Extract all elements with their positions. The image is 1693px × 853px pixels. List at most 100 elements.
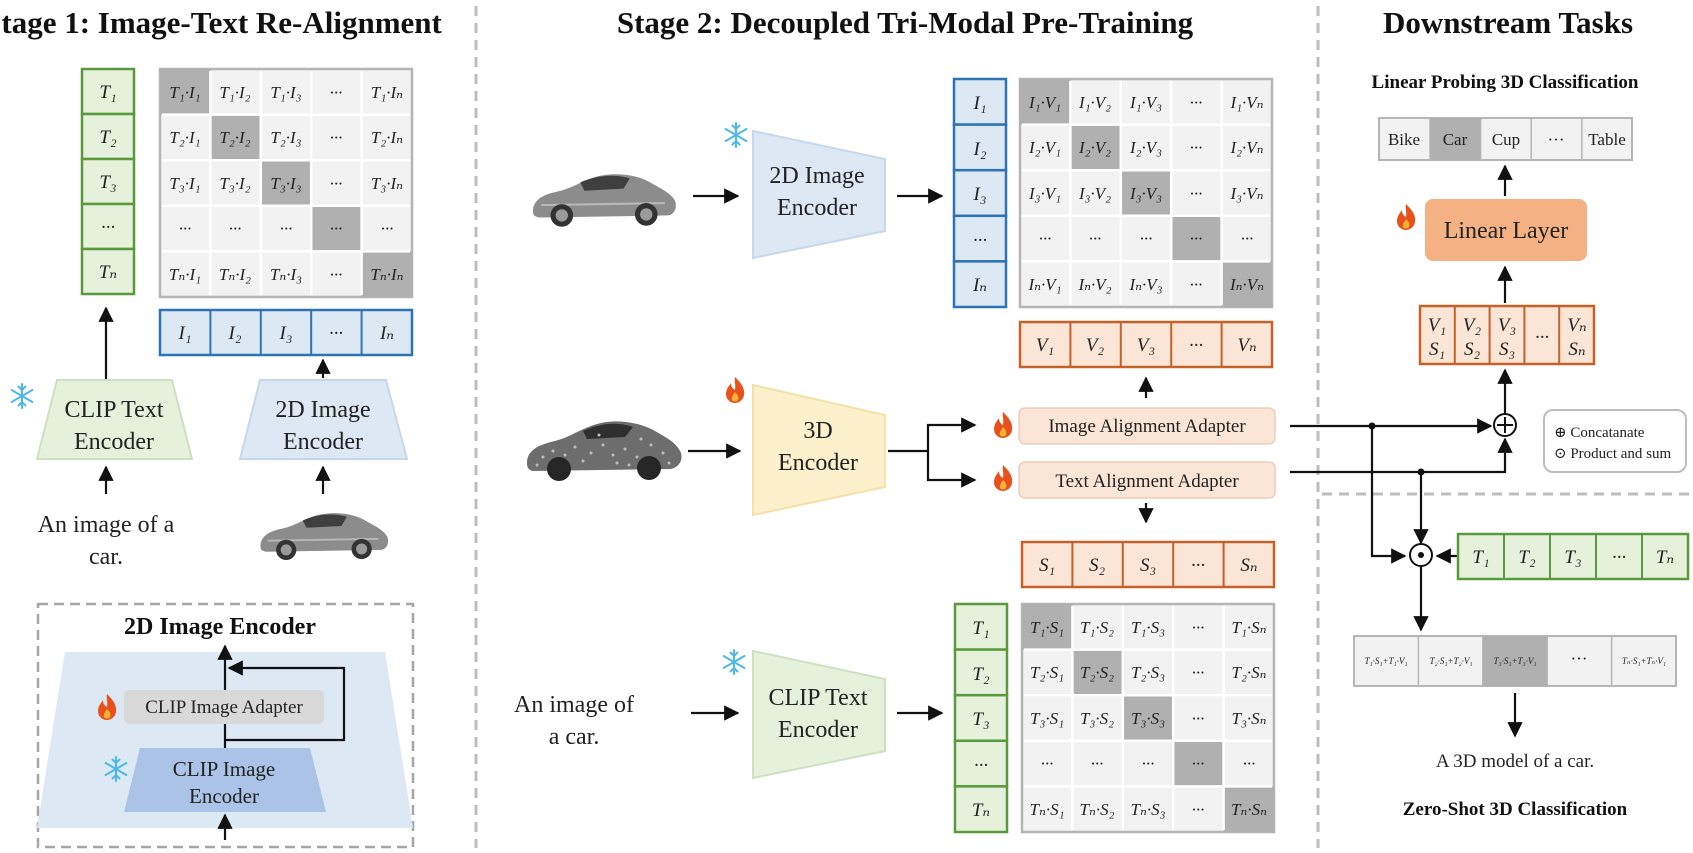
stage2-v-tokens: V₁ V₂ V₃ ··· Vₙ	[1018, 320, 1274, 369]
svg-text:Encoder: Encoder	[283, 429, 363, 455]
matrix-cell: T₁·Sₙ	[1231, 618, 1266, 637]
snowflake-icon	[724, 122, 748, 148]
matrix-cell: T₂·S₃	[1131, 663, 1165, 682]
matrix-cell: ···	[1041, 754, 1054, 773]
3d-encoder-branch-arrows	[888, 417, 977, 488]
svg-text:T₁: T₁	[972, 618, 989, 639]
car-image	[259, 512, 390, 561]
svg-text:I₂: I₂	[973, 139, 987, 160]
svg-text:T₃: T₃	[972, 709, 989, 730]
matrix-cell: T₃·I₁	[169, 174, 200, 193]
stage1-clip-text-encoder: CLIP Text Encoder	[35, 379, 194, 460]
stage2-image-tokens: I₁ I₂ I₃ ··· Iₙ	[952, 77, 1008, 309]
matrix-cell: ···	[1190, 275, 1203, 294]
matrix-cell: T₃·I₂	[219, 174, 250, 193]
svg-text:CLIP Text: CLIP Text	[65, 397, 164, 423]
stage2-3d-encoder: 3D Encoder	[752, 383, 886, 517]
matrix-cell: ···	[330, 83, 343, 102]
matrix-cell: ···	[179, 219, 192, 238]
matrix-cell: Iₙ·Vₙ	[1229, 275, 1264, 294]
svg-text:I₃: I₃	[973, 184, 987, 205]
token-label: T₂	[99, 127, 117, 148]
matrix-cell: ···	[330, 128, 343, 147]
matrix-cell: I₃·V₃	[1129, 184, 1162, 203]
token-label: I₁	[178, 323, 192, 344]
point-cloud-car	[527, 421, 682, 481]
matrix-cell: ···	[1039, 229, 1052, 248]
matrix-cell: T₃·S₁	[1030, 709, 1064, 728]
token-box	[80, 247, 136, 296]
matrix-cell: Iₙ·V₃	[1128, 275, 1162, 294]
matrix-cell: ···	[1140, 229, 1153, 248]
matrix-cell: Tₙ·Sₙ	[1231, 800, 1267, 819]
token-label: Tₙ	[99, 262, 117, 283]
svg-text:I₁: I₁	[973, 93, 987, 114]
token-label: ···	[101, 217, 115, 238]
matrix-cell: I₃·V₁	[1028, 184, 1061, 203]
svg-text:T₃·S₁+T₃·V₁: T₃·S₁+T₃·V₁	[1493, 656, 1536, 666]
matrix-cell: I₃·Vₙ	[1229, 184, 1263, 203]
matrix-cell: I₁·V₃	[1129, 93, 1162, 112]
matrix-cell: ···	[1190, 93, 1203, 112]
svg-text:T₂·S₁+T₂·V₁: T₂·S₁+T₂·V₁	[1429, 656, 1472, 666]
stage2-clip-text-encoder: CLIP Text Encoder	[752, 649, 886, 780]
clip-image-adapter	[124, 690, 324, 724]
flame-icon	[994, 412, 1013, 438]
svg-text:···: ···	[973, 230, 987, 251]
matrix-cell: Tₙ·S₂	[1079, 800, 1114, 819]
svg-text:V₃: V₃	[1498, 315, 1516, 336]
matrix-cell: ···	[1192, 754, 1205, 773]
token-label: Iₙ	[379, 323, 394, 344]
zero-shot-title: Zero-Shot 3D Classification	[1403, 799, 1628, 820]
concatenate-operator	[1493, 413, 1517, 437]
svg-text:T₁: T₁	[1472, 547, 1489, 568]
stage2-text-3d-matrix: T₁·S₁ T₁·S₂ T₁·S₃ ··· T₁·Sₙ T₂·S₁ T₂·S₂ …	[1020, 602, 1276, 834]
matrix-cell: Tₙ·S₁	[1029, 800, 1064, 819]
inset-title: 2D Image Encoder	[124, 614, 316, 640]
svg-text:Vₙ: Vₙ	[1567, 315, 1586, 336]
matrix-cell: T₁·I₂	[219, 83, 250, 102]
token-box	[80, 67, 136, 116]
matrix-cell: ···	[229, 219, 242, 238]
linear-layer: Linear Layer	[1425, 199, 1587, 261]
svg-text:Encoder: Encoder	[189, 784, 259, 808]
matrix-cell: I₁·Vₙ	[1229, 93, 1263, 112]
matrix-cell: Tₙ·I₁	[169, 265, 201, 284]
svg-text:2D Image: 2D Image	[275, 397, 370, 423]
legend: ⊕ Concatanate ⊙ Product and sum	[1543, 409, 1687, 473]
svg-text:T₁·S₁+T₁·V₁: T₁·S₁+T₁·V₁	[1364, 656, 1407, 666]
linear-probing-title: Linear Probing 3D Classification	[1372, 72, 1639, 93]
matrix-cell: T₁·S₁	[1030, 618, 1064, 637]
svg-text:Tₙ: Tₙ	[972, 800, 990, 821]
svg-text:···: ···	[1612, 547, 1626, 568]
svg-text:V₂: V₂	[1086, 335, 1105, 356]
stage2-title: Stage 2: Decoupled Tri-Modal Pre-Trainin…	[617, 5, 1194, 40]
matrix-cell: ···	[280, 219, 293, 238]
clip-image-encoder	[124, 748, 326, 812]
snowflake-icon	[10, 383, 34, 409]
concatenated-features: V₁ V₂ V₃ ··· Vₙ S₁ S₂ S₃ Sₙ	[1418, 304, 1596, 366]
svg-text:T₂: T₂	[972, 664, 990, 685]
stage1-similarity-matrix: T₁·I₁ T₁·I₂ T₁·I₃ ··· T₁·Iₙ T₂·I₁ T₂·I₂ …	[158, 67, 414, 299]
legend-concatenate: ⊕ Concatanate	[1554, 425, 1645, 441]
matrix-cell: T₁·S₂	[1080, 618, 1114, 637]
svg-text:V₂: V₂	[1463, 315, 1482, 336]
matrix-cell: I₂·V₂	[1078, 138, 1111, 157]
svg-text:S₂: S₂	[1464, 339, 1481, 360]
svg-text:Bike: Bike	[1388, 130, 1420, 149]
matrix-cell: ···	[1190, 138, 1203, 157]
svg-text:···: ···	[1535, 327, 1549, 348]
matrix-cell: T₂·S₁	[1030, 663, 1064, 682]
svg-text:Cup: Cup	[1492, 130, 1520, 149]
matrix-cell: T₁·I₁	[169, 83, 200, 102]
svg-text:Tₙ·S₁+Tₙ·V₁: Tₙ·S₁+Tₙ·V₁	[1622, 656, 1666, 666]
matrix-cell: ···	[1243, 754, 1256, 773]
token-label: I₃	[279, 323, 293, 344]
downstream-title: Downstream Tasks	[1383, 5, 1633, 40]
matrix-cell: Tₙ·I₃	[270, 265, 302, 284]
svg-text:S₁: S₁	[1429, 339, 1445, 360]
svg-text:Vₙ: Vₙ	[1237, 335, 1256, 356]
matrix-cell: I₂·V₃	[1129, 138, 1162, 157]
matrix-cell: T₁·S₃	[1131, 618, 1165, 637]
svg-text:···: ···	[1571, 649, 1588, 668]
